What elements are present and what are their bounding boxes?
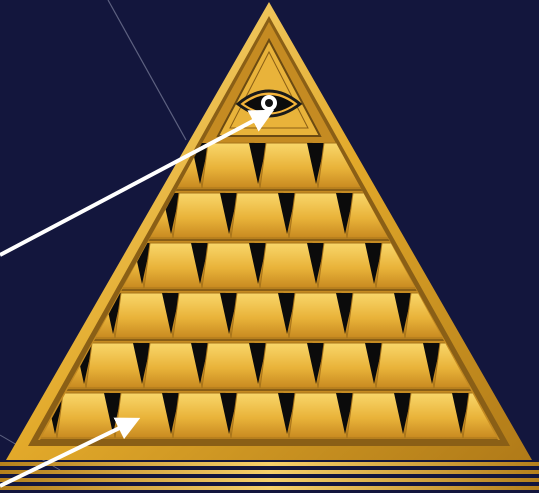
gold-bar: [376, 143, 434, 188]
bar-gap-slot: [17, 143, 35, 184]
bar-gap-slot: [481, 143, 499, 184]
base-stripe: [0, 470, 539, 474]
bar-gap-slot: [452, 193, 470, 234]
gold-bar: [0, 343, 28, 388]
bar-gap-slot: [510, 193, 528, 234]
gold-bar: [434, 243, 492, 288]
gold-bar: [0, 143, 28, 188]
gold-bar: [521, 293, 539, 338]
gold-bar: [0, 293, 57, 338]
base-stripe: [0, 478, 539, 482]
gold-bar: [521, 393, 539, 438]
gold-bar: [28, 243, 86, 288]
background-diagonal-line: [108, 0, 186, 140]
gold-bar: [434, 143, 492, 188]
gold-bar: [492, 243, 539, 288]
gold-bar: [521, 193, 539, 238]
gold-bar: [492, 143, 539, 188]
gold-bar: [28, 143, 86, 188]
base-stripe: [0, 486, 539, 490]
bar-gap-slot: [75, 243, 93, 284]
base-stripe: [0, 462, 539, 466]
bar-gap-slot: [46, 293, 64, 334]
gold-bar: [463, 293, 521, 338]
pyramid-base-stripes: [0, 462, 539, 490]
bar-gap-slot: [17, 243, 35, 284]
gold-bar: [405, 193, 463, 238]
bar-gap-slot: [75, 143, 93, 184]
gold-bar: [492, 343, 539, 388]
bar-gap-slot: [510, 293, 528, 334]
bar-gap-slot: [423, 143, 441, 184]
bar-gap-slot: [481, 243, 499, 284]
bar-gap-slot: [17, 343, 35, 384]
gold-bar: [463, 193, 521, 238]
eye-pupil: [265, 99, 273, 107]
